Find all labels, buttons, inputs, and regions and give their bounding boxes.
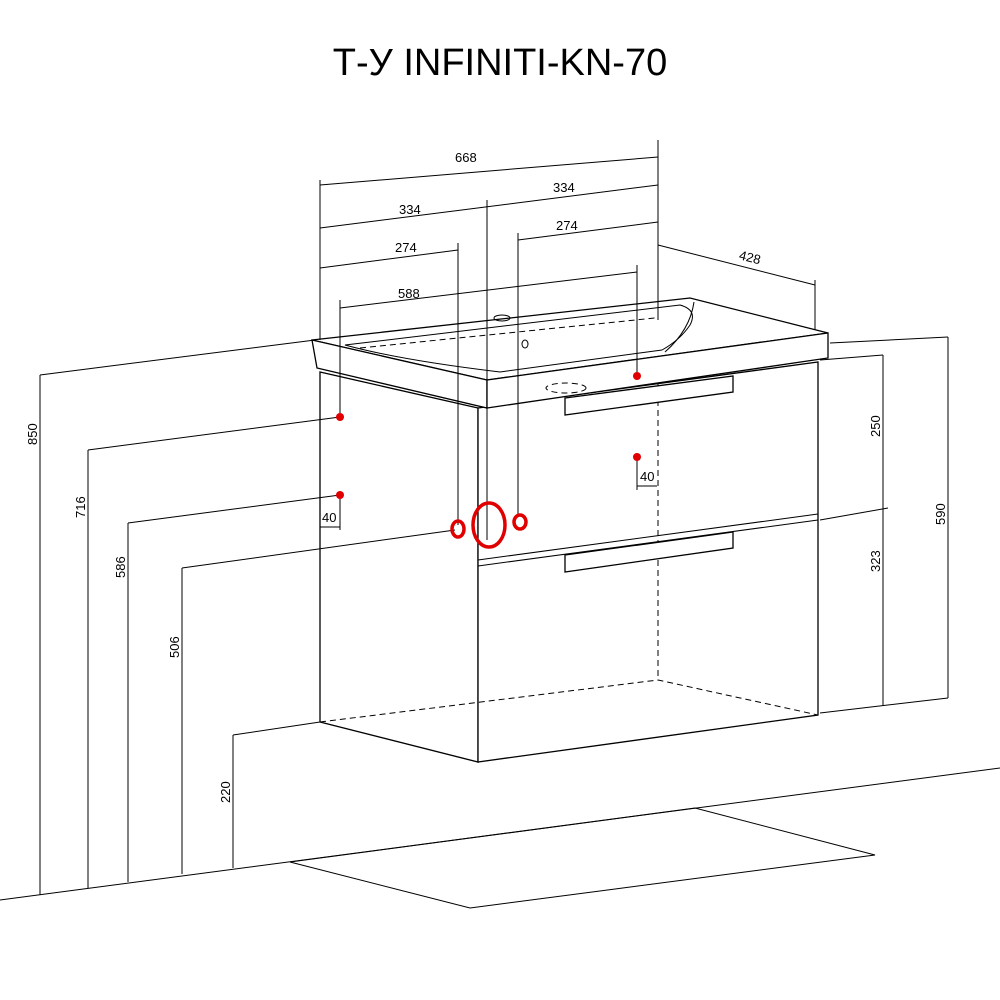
- right-dimensions: 250 323 590: [819, 336, 949, 714]
- dim-716: 716: [73, 496, 88, 518]
- lower-handle: [564, 531, 734, 573]
- dim-250: 250: [868, 415, 883, 437]
- water-inlet-left: [450, 519, 466, 539]
- mount-point-marker: [336, 413, 344, 421]
- dim-590: 590: [933, 503, 948, 525]
- drawing-title: Т-У INFINITI-KN-70: [332, 42, 668, 84]
- dim-428: 428: [738, 247, 763, 267]
- dim-323: 323: [868, 550, 883, 572]
- cabinet: [319, 320, 819, 763]
- dim-586: 586: [113, 556, 128, 578]
- left-dimensions: 850 716 586 506 220: [25, 339, 456, 895]
- connection-markers: [336, 372, 641, 549]
- mount-point-marker: [336, 491, 344, 499]
- dim-334-right: 334: [553, 180, 575, 195]
- top-dimensions: 668 334 334 274 274 588 428: [319, 140, 816, 540]
- drain-outlet: [471, 501, 507, 549]
- dim-40-right: 40: [640, 469, 654, 484]
- dim-40-left: 40: [322, 510, 336, 525]
- dim-274-left: 274: [395, 240, 417, 255]
- dim-220: 220: [218, 781, 233, 803]
- dim-588: 588: [398, 286, 420, 301]
- upper-handle: [564, 375, 734, 416]
- mount-point-marker: [633, 453, 641, 461]
- water-inlet-right: [512, 513, 528, 531]
- floor: [0, 767, 1000, 909]
- dim-850: 850: [25, 423, 40, 445]
- dim-668: 668: [455, 150, 477, 165]
- offset-dimensions: 40 40: [320, 457, 657, 530]
- dim-274-right: 274: [556, 218, 578, 233]
- dim-506: 506: [167, 636, 182, 658]
- dim-334-left: 334: [399, 202, 421, 217]
- mount-point-marker: [633, 372, 641, 380]
